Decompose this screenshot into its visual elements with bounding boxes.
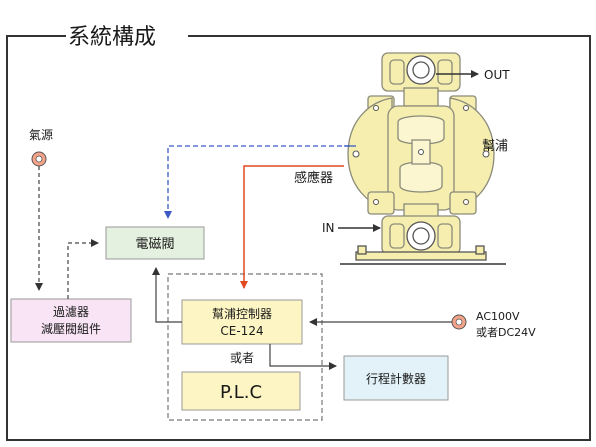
sensor-signal-line	[240, 165, 344, 289]
solenoid-valve-label: 電磁閥	[135, 237, 174, 252]
diagram-title: 系統構成	[68, 25, 156, 50]
controller-to-counter-line	[269, 344, 337, 370]
plc-box: P.L.C	[181, 371, 301, 411]
pump-flanges	[406, 55, 436, 251]
diaphragm-pump	[340, 52, 506, 265]
pump-base	[340, 245, 506, 265]
out-label: OUT	[484, 68, 510, 82]
air-source-icon	[31, 151, 47, 167]
outer-frame	[6, 35, 591, 441]
stroke-counter-label: 行程計數器	[366, 371, 426, 386]
or-label: 或者	[230, 351, 254, 365]
filter-label-line1: 過濾器	[53, 304, 89, 319]
air-source-label: 氣源	[29, 128, 53, 142]
stroke-counter-box: 行程計數器	[343, 355, 449, 401]
controller-group-frame	[167, 273, 323, 421]
filter-label-line2: 減壓閥組件	[41, 321, 101, 336]
power-label-line2: 或者DC24V	[476, 326, 536, 339]
sensor-label: 感應器	[294, 170, 333, 186]
plc-label: P.L.C	[220, 382, 262, 403]
pump-controller-box: 幫浦控制器 CE-124	[181, 299, 303, 345]
controller-to-solenoid-line	[152, 267, 182, 323]
pump-label: 幫浦	[482, 138, 508, 154]
solenoid-valve-box: 電磁閥	[105, 226, 205, 260]
filter-regulator-box: 過濾器 減壓閥組件	[10, 298, 132, 343]
power-label-line1: AC100V	[476, 310, 520, 323]
controller-label-line2: CE-124	[220, 324, 263, 338]
filter-to-solenoid-line	[67, 239, 99, 299]
pump-air-line	[164, 145, 350, 219]
pump-bolts	[352, 105, 490, 205]
controller-label-line1: 幫浦控制器	[212, 306, 272, 321]
power-source-icon	[451, 314, 467, 330]
in-label: IN	[322, 221, 335, 235]
